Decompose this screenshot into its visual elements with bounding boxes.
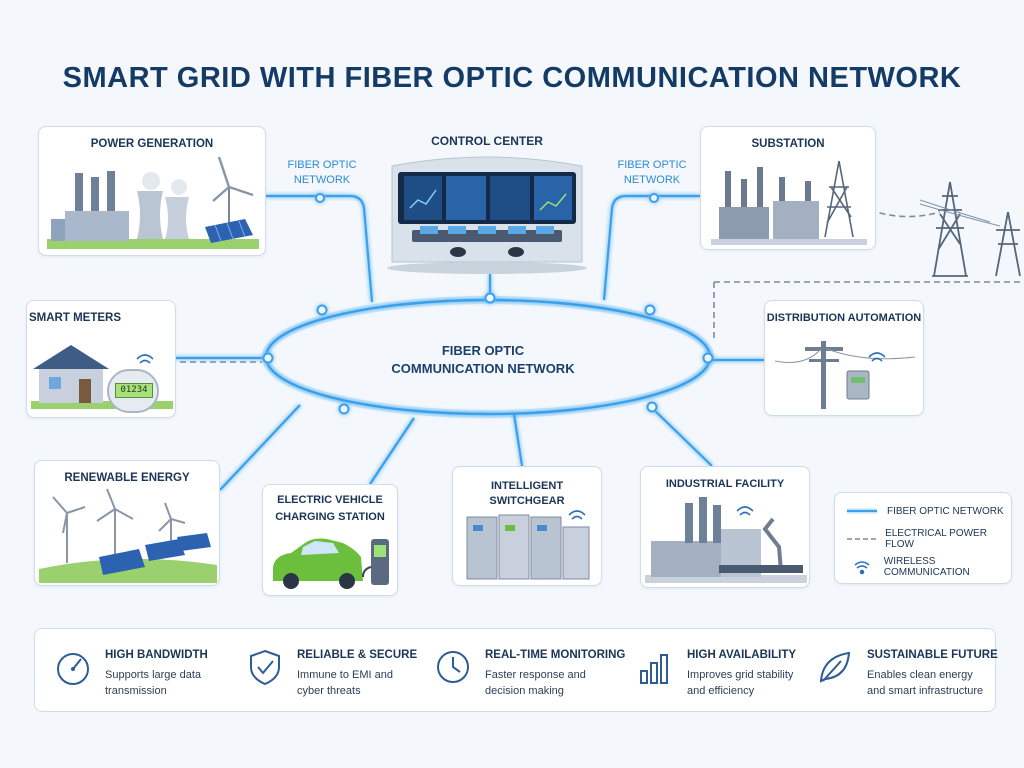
power-generation-card[interactable]: POWER GENERATION [38,126,266,256]
clock-icon [437,651,469,683]
meter-reading: 01234 [115,383,153,398]
dashed-line-icon [845,531,877,547]
power-flow-lines [180,209,1024,363]
legend-item-power: ELECTRICAL POWER FLOW [845,528,1011,550]
switchgear-card[interactable]: INTELLIGENT SWITCHGEAR [452,466,602,586]
leaf-icon [819,651,851,683]
ring-network-label: FIBER OPTIC COMMUNICATION NETWORK [391,343,575,376]
ev-charging-title: ELECTRIC VEHICLE CHARGING STATION [275,494,385,523]
fiber-links [176,194,764,491]
legend: FIBER OPTIC NETWORK ELECTRICAL POWER FLO… [834,492,1012,584]
smart-meters-title: SMART METERS [29,312,121,324]
link-ev-charging [369,417,415,485]
fiber-line-icon [845,503,879,519]
wifi-icon [736,506,754,516]
fiber-network-label-left: FIBER OPTIC NETWORK [287,159,357,186]
switchgear-icon [466,510,590,580]
wifi-icon [868,352,886,362]
smart-meter-icon: 01234 [107,369,159,413]
power-plant-icon [47,156,259,249]
distribution-automation-title: DISTRIBUTION AUTOMATION [766,312,922,324]
speedometer-icon [57,653,89,685]
transmission-tower-icon [919,181,1021,277]
switchgear-title: INTELLIGENT SWITCHGEAR [489,480,565,507]
solar-panel-icon [205,219,253,243]
substation-card[interactable]: SUBSTATION [700,126,876,250]
robot-arm-icon [762,517,783,572]
power-generation-title: POWER GENERATION [90,138,214,150]
wifi-icon [136,354,154,364]
control-center-card[interactable] [382,146,592,274]
link-substation [602,194,700,301]
bar-chart-icon [640,654,668,684]
shield-check-icon [250,649,280,686]
industrial-facility-card[interactable]: INDUSTRIAL FACILITY [640,466,810,588]
wifi-icon [568,510,586,520]
substation-icon [711,160,867,245]
fiber-nodes [262,193,714,415]
link-power-generation [266,194,374,303]
factory-icon [645,497,807,583]
control-room-icon [387,156,587,274]
industrial-facility-title: INDUSTRIAL FACILITY [665,478,785,490]
legend-item-wireless: WIRELESS COMMUNICATION [845,556,1011,578]
feature-high-availability: HIGH AVAILABILITY Improves grid stabilit… [635,643,815,703]
distribution-automation-card[interactable]: DISTRIBUTION AUTOMATION [764,300,924,416]
renewable-energy-card[interactable]: RENEWABLE ENERGY [34,460,220,586]
link-industrial [649,405,713,467]
electric-car-icon [273,538,389,589]
link-switchgear [512,413,524,467]
control-center-title: CONTROL CENTER [431,134,543,148]
renewable-energy-title: RENEWABLE ENERGY [64,472,190,484]
substation-title: SUBSTATION [751,138,825,150]
fiber-network-label-right: FIBER OPTIC NETWORK [617,159,687,186]
feature-real-time-monitoring: REAL-TIME MONITORING Faster response and… [433,643,625,703]
link-renewable [219,404,301,491]
wind-solar-icon [39,488,217,583]
ev-charging-card[interactable]: ELECTRIC VEHICLE CHARGING STATION [262,484,398,596]
page-title: SMART GRID WITH FIBER OPTIC COMMUNICATIO… [62,62,962,94]
legend-item-fiber: FIBER OPTIC NETWORK [845,503,1004,519]
smart-meters-card[interactable]: SMART METERS 01234 [26,300,176,418]
house-icon [31,345,173,409]
utility-pole-icon [774,341,916,409]
solar-panel-icon [99,533,211,575]
wireless-icon [845,559,876,575]
